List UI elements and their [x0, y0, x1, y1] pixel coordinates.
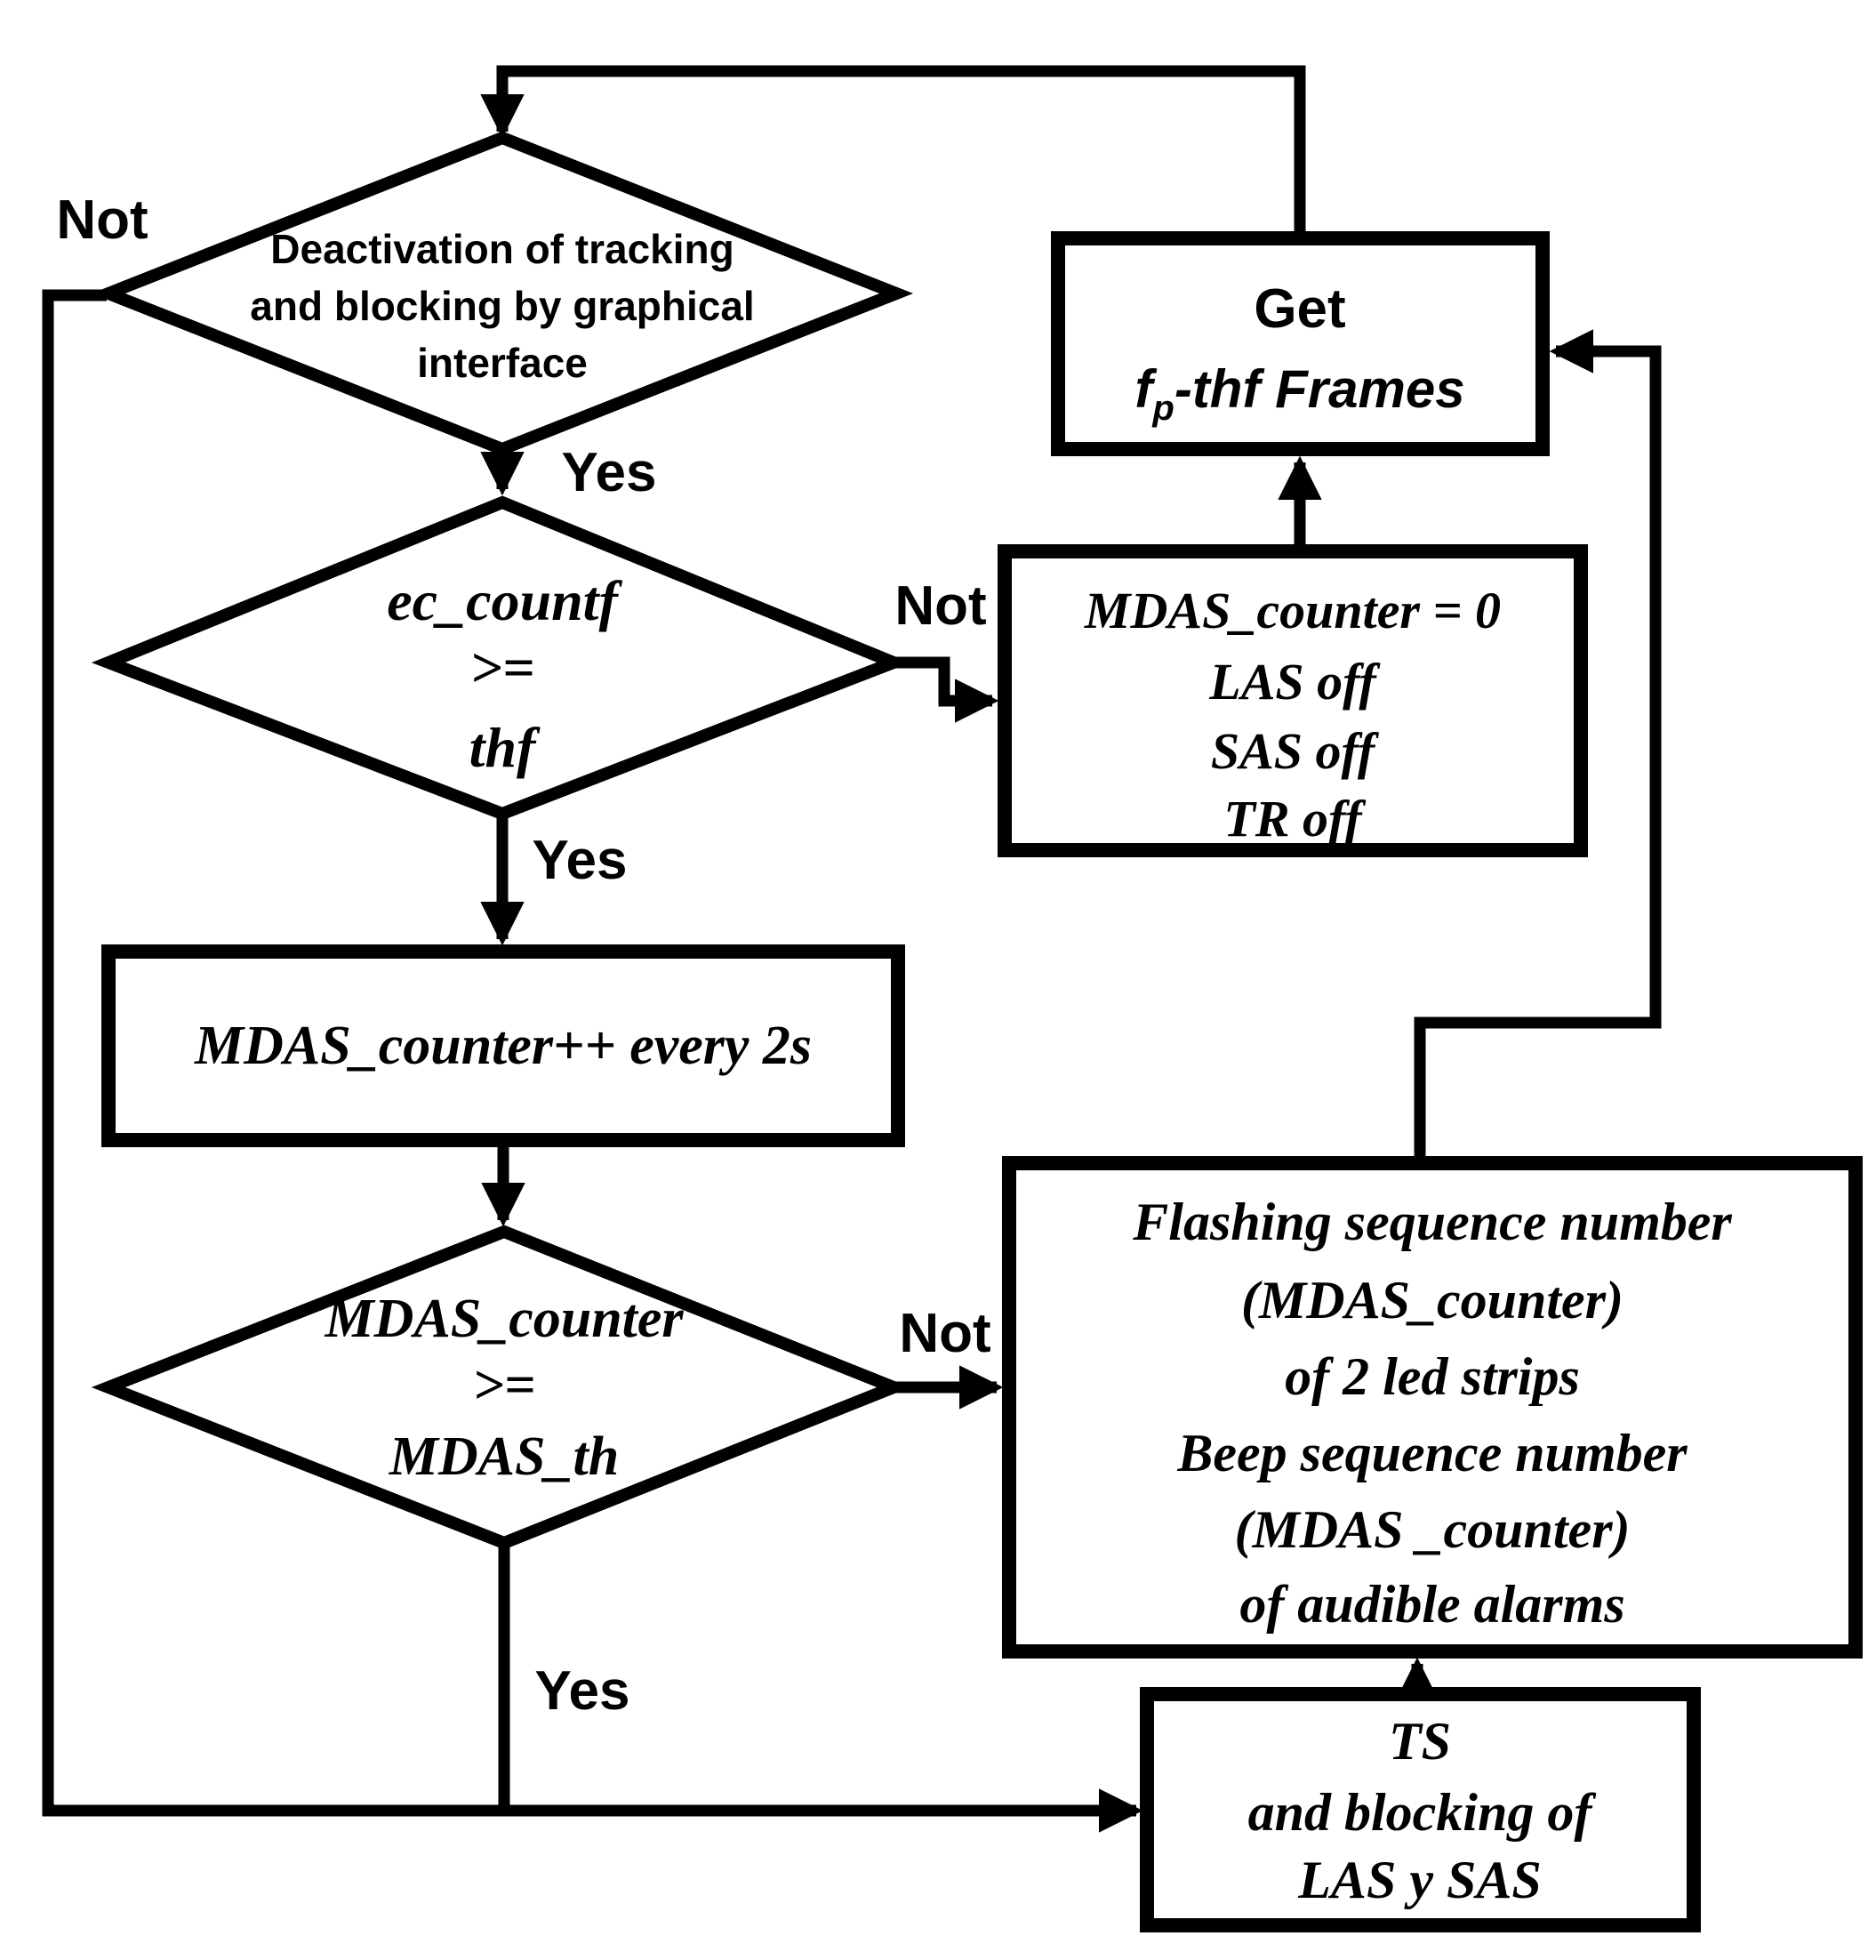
mdas-decision-text-line3: MDAS_th [389, 1426, 619, 1487]
label-deactivation-yes: Yes [562, 442, 657, 503]
alerts-text-line5: (MDAS _counter) [1234, 1500, 1630, 1559]
ts-blocking-text-line3: LAS y SAS [1297, 1851, 1541, 1909]
edge-ec-countf-not-to-reset [894, 656, 999, 723]
deactivation-text-line2: and blocking by graphical [250, 283, 754, 329]
get-frames-formula: fp-thf Frames [1134, 359, 1464, 428]
alerts-text-line3: of 2 led strips [1285, 1347, 1580, 1406]
ec-countf-text-line3: thf [469, 716, 541, 779]
ec-countf-text-line1: ec_countf [387, 569, 622, 632]
alerts-text-line4: Beep sequence number [1176, 1424, 1688, 1482]
mdas-decision-text-line2: >= [473, 1355, 536, 1416]
edge-alerts-to-get-frames [1414, 329, 1662, 1163]
decision-mdas-counter [91, 1225, 910, 1550]
ec-countf-text-line2: >= [470, 636, 535, 699]
reset-text-line3: SAS off [1211, 722, 1380, 780]
process-reset-box [998, 544, 1588, 857]
alerts-text-line2: (MDAS_counter) [1241, 1271, 1623, 1329]
label-deactivation-not: Not [56, 189, 148, 251]
decision-deactivation [91, 131, 914, 456]
increment-text: MDAS_counter++ every 2s [194, 1016, 812, 1076]
reset-text-line1: MDAS_counter = 0 [1084, 582, 1501, 639]
process-alerts-box [1002, 1156, 1863, 1659]
edge-deactivation-not-to-ts-blocking [42, 289, 1143, 1833]
label-mdas-not: Not [899, 1303, 990, 1364]
reset-text-line4: TR off [1223, 790, 1367, 847]
ts-blocking-text-line2: and blocking of [1248, 1783, 1597, 1842]
edge-get-frames-to-deactivation [480, 65, 1306, 238]
reset-text-line2: LAS off [1208, 653, 1381, 711]
label-ec-countf-not: Not [894, 575, 986, 637]
label-ec-countf-yes: Yes [533, 830, 628, 891]
get-frames-subscript: p [1151, 389, 1174, 428]
deactivation-text-line3: interface [417, 340, 588, 386]
alerts-text-line1: Flashing sequence number [1132, 1193, 1732, 1251]
process-get-frames-box [1051, 231, 1550, 456]
get-frames-text-line1: Get [1254, 278, 1345, 340]
label-mdas-yes: Yes [535, 1660, 630, 1722]
ts-blocking-text-line1: TS [1389, 1712, 1451, 1771]
get-frames-rest: -thf Frames [1175, 359, 1465, 419]
decision-ec-countf [91, 495, 910, 821]
alerts-text-line6: of audible alarms [1239, 1575, 1624, 1634]
process-ts-blocking-box [1140, 1687, 1701, 1932]
deactivation-text-line1: Deactivation of tracking [270, 226, 734, 272]
process-increment-box [101, 944, 905, 1147]
mdas-decision-text-line1: MDAS_counter [324, 1289, 684, 1349]
